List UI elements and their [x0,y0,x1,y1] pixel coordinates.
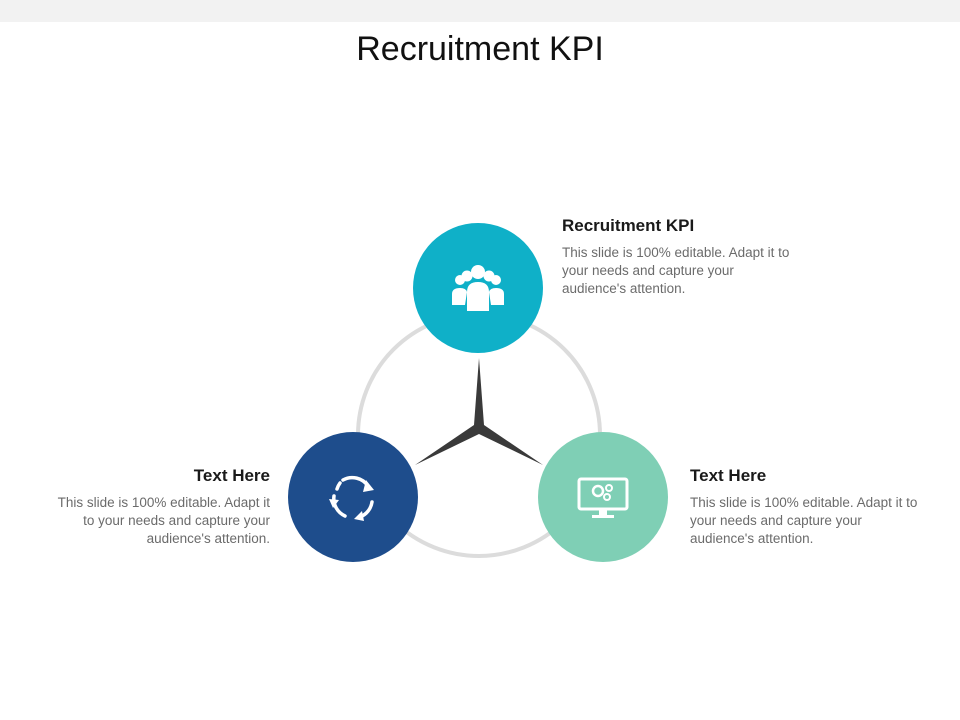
text-block-heading: Recruitment KPI [562,216,695,235]
monitor-gears-icon [577,477,629,518]
top-strip [0,0,960,22]
refresh-cycle-arrowheads [329,480,374,521]
text-block-right: Text Here This slide is 100% editable. A… [690,466,920,548]
people-group-icon [452,265,504,311]
text-block-heading: Text Here [193,466,270,485]
text-block-heading: Text Here [690,466,767,485]
text-block-body: This slide is 100% editable. Adapt it to… [57,495,270,546]
text-block-left: Text Here This slide is 100% editable. A… [48,466,270,548]
left-circle [288,432,418,562]
text-block-top: Recruitment KPI This slide is 100% edita… [562,216,792,298]
text-block-body: This slide is 100% editable. Adapt it to… [562,245,790,296]
text-block-body: This slide is 100% editable. Adapt it to… [690,495,918,546]
center-star-shape [415,358,543,465]
slide-title: Recruitment KPI [356,30,604,68]
